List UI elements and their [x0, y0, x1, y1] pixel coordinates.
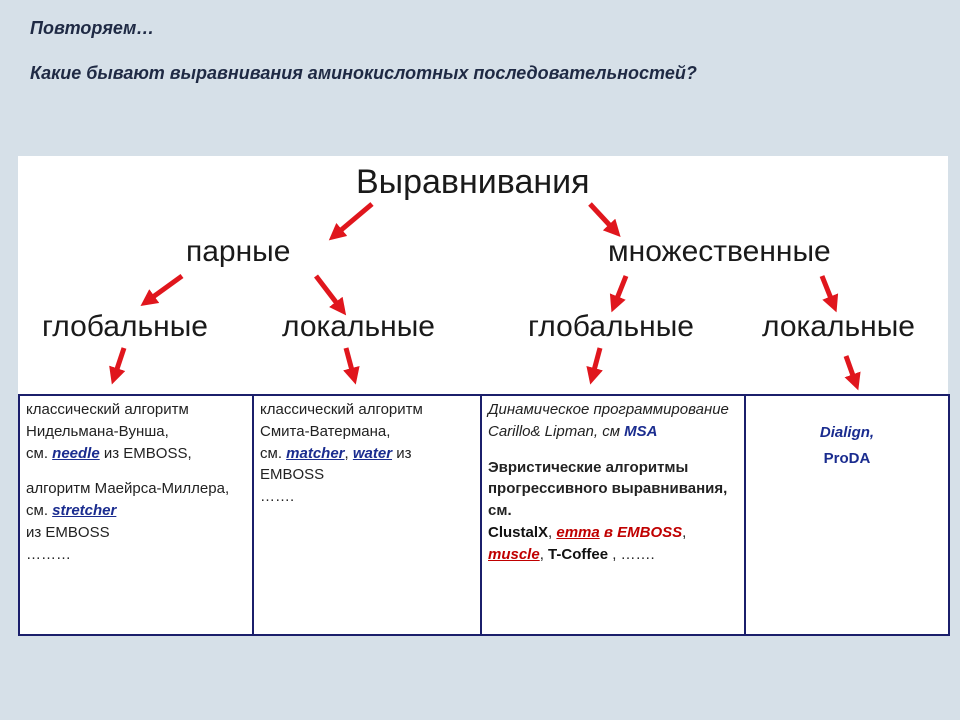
node-alignments: Выравнивания [356, 163, 590, 201]
node-global-pairwise: глобальные [42, 310, 208, 343]
text-tool-list: ClustalX, emma в EMBOSS, [488, 522, 738, 544]
sep-2: , [682, 523, 687, 541]
text-from-emboss: из EMBOSS [26, 523, 110, 541]
label-from-emboss: из EMBOSS [260, 444, 412, 484]
node-local-pairwise: локальные [282, 310, 435, 343]
label-in-emboss: в EMBOSS [599, 523, 683, 541]
label-tail: , ……. [608, 545, 655, 563]
label-carillo-lipman: Динамическое программирование Carillo& L… [488, 401, 729, 440]
link-muscle[interactable]: muscle [488, 545, 540, 563]
arrow-local-right-down [843, 355, 861, 391]
tool-msa: MSA [624, 422, 658, 440]
header-repeat: Повторяем… [30, 18, 155, 38]
text-myers-miller: алгоритм Маейрса-Миллера, см. stretcher [26, 478, 246, 522]
text-tool-list-2: muscle, T-Coffee , ……. [488, 544, 738, 566]
text-dynamic-programming: Динамическое программирование Carillo& L… [488, 399, 738, 443]
arrow-local-left-down [343, 347, 360, 385]
link-needle[interactable]: needle [52, 444, 100, 462]
label-from-emboss: из EMBOSS, [99, 444, 192, 462]
text-ellipsis: ……… [26, 545, 71, 563]
cell-local-pairwise: классический алгоритм Смита-Ватермана, с… [252, 394, 482, 636]
arrow-pairwise-local [314, 274, 347, 316]
link-stretcher[interactable]: stretcher [52, 502, 117, 519]
link-emma[interactable]: emma [556, 523, 600, 541]
sep-1: , [548, 523, 557, 541]
text-ellipsis: ……. [260, 488, 295, 505]
cell-local-multiple: Dialign, ProDA [744, 394, 950, 636]
label-myers-miller: алгоритм Маейрса-Миллера, см. [26, 480, 230, 519]
arrow-root-multiple [588, 202, 621, 237]
link-matcher[interactable]: matcher [286, 444, 345, 462]
node-local-multiple: локальные [762, 310, 915, 343]
arrow-pairwise-global [140, 273, 184, 306]
node-global-multiple: глобальные [528, 310, 694, 343]
sep-3: , [539, 545, 549, 563]
slide-header: Повторяем… Какие бывают выравнивания ами… [30, 18, 697, 84]
header-question: Какие бывают выравнивания аминокислотных… [30, 63, 697, 83]
text-needle-ref: см. needle из EMBOSS, [26, 443, 246, 465]
text-heuristic-algorithms: Эвристические алгоритмы прогрессивного в… [488, 458, 728, 520]
text-smith-waterman: классический алгоритм Смита-Ватермана, [260, 401, 423, 440]
label-see: см. [260, 444, 287, 462]
arrow-root-pairwise [328, 202, 374, 241]
node-multiple: множественные [608, 235, 831, 268]
tool-tcoffee: T-Coffee [548, 545, 609, 563]
tool-proda: ProDA [823, 449, 871, 467]
arrow-global-left-down [109, 347, 127, 385]
arrow-global-right-down [586, 347, 603, 385]
text-needleman-wunsch: классический алгоритм Нидельмана-Вунша, [26, 401, 189, 440]
cell-global-pairwise: классический алгоритм Нидельмана-Вунша, … [18, 394, 254, 636]
label-see: см. [26, 444, 53, 462]
text-matcher-water: см. matcher, water из EMBOSS [260, 443, 474, 487]
tool-dialign: Dialign, [819, 424, 875, 441]
arrow-multiple-local [819, 275, 839, 313]
arrow-multiple-global [609, 275, 629, 313]
cell-global-multiple: Динамическое программирование Carillo& L… [480, 394, 746, 636]
link-water[interactable]: water [352, 444, 393, 462]
tool-clustalx: ClustalX [488, 523, 549, 541]
label-comma: , [344, 444, 353, 462]
node-pairwise: парные [186, 235, 291, 268]
